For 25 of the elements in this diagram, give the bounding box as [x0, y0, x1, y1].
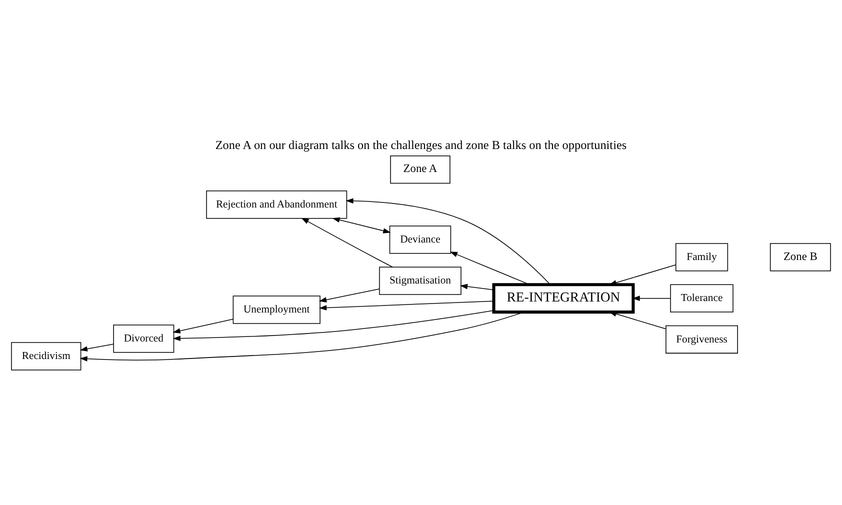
arrow: [319, 300, 494, 310]
arrow: [632, 295, 671, 300]
node-box: Zone A: [390, 154, 450, 184]
arrow: [80, 343, 114, 351]
node-box: Family: [675, 242, 728, 271]
node-box: Recidivism: [11, 342, 82, 370]
arrow: [172, 318, 234, 333]
arrow: [608, 264, 676, 285]
node-box: Tolerance: [670, 284, 734, 312]
node-box: RE-INTEGRATION: [492, 282, 635, 314]
arrow: [318, 288, 380, 302]
arrow: [332, 216, 391, 233]
diagram-title: Zone A on our diagram talks on the challenges and zone B talks on the opportunities: [215, 137, 627, 152]
node-box: Unemployment: [232, 295, 320, 324]
node-box: Deviance: [389, 225, 452, 254]
node-box: Zone B: [770, 242, 831, 271]
node-box: Divorced: [113, 324, 174, 352]
arrow: [608, 310, 666, 329]
node-box: Forgiveness: [666, 324, 738, 354]
arrow: [172, 310, 494, 341]
node-box: Stigmatisation: [379, 266, 462, 294]
arrow: [460, 283, 494, 290]
arrow: [346, 198, 551, 284]
arrow: [450, 251, 530, 284]
node-box: Rejection and Abandonment: [206, 190, 348, 218]
